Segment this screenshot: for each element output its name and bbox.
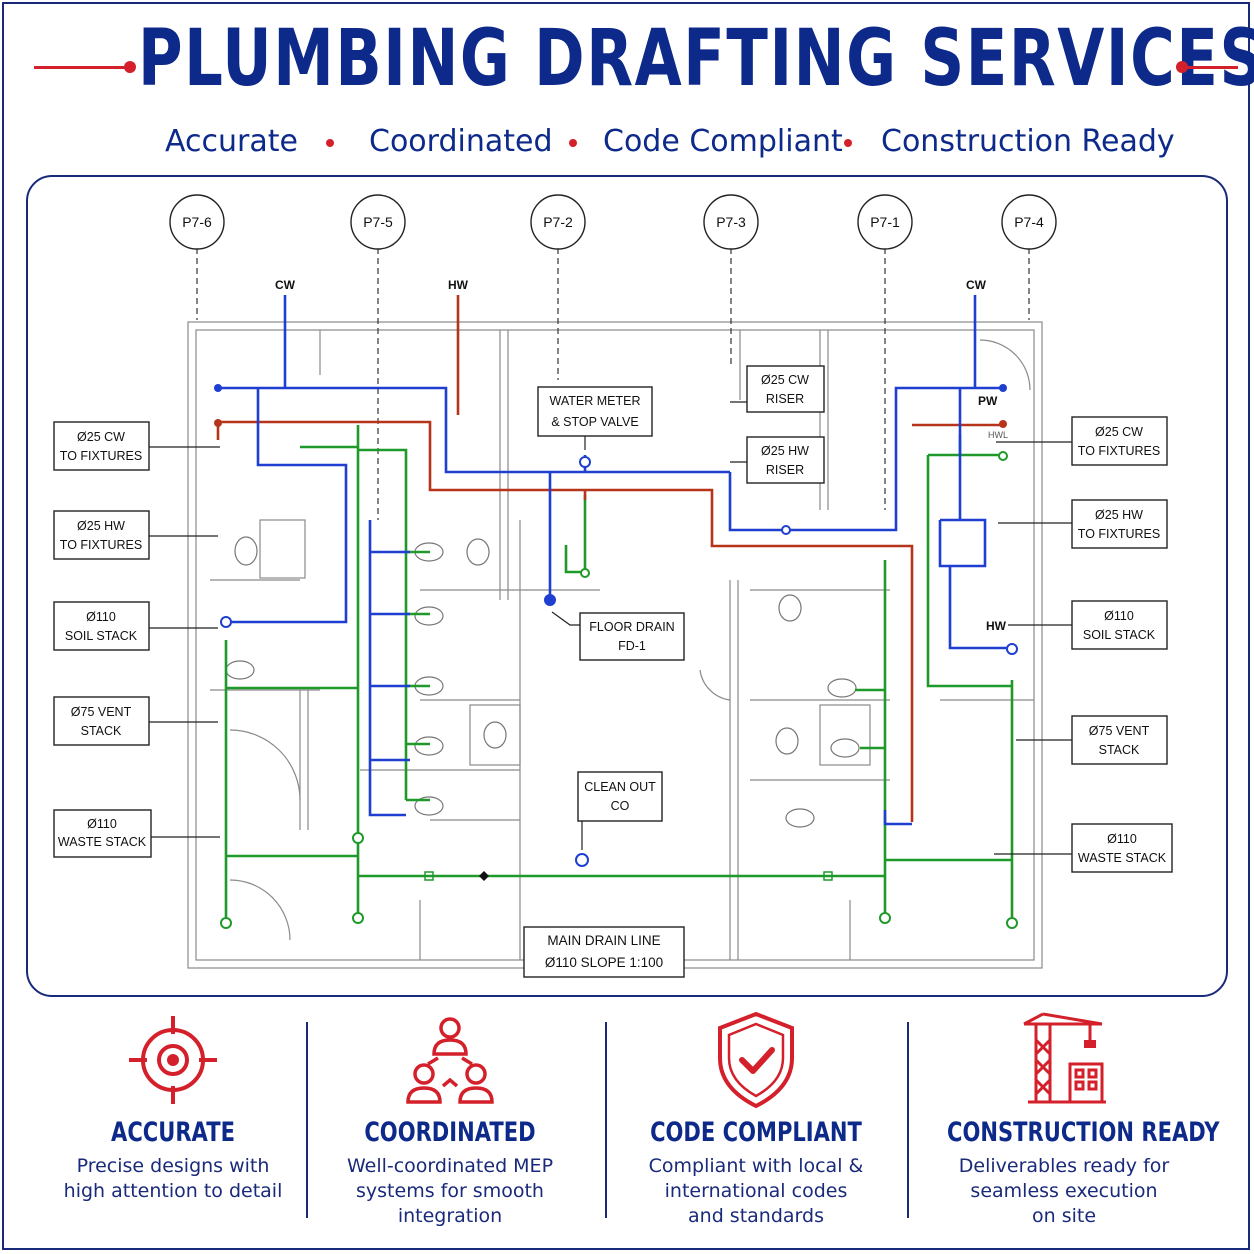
feature-accurate: ACCURATE Precise designs with high atten… [23, 1010, 323, 1204]
callout-right-soil-line1: Ø110 [1104, 609, 1134, 623]
callout-clean-out-line2: CO [611, 799, 630, 813]
callout-left-vent-line1: Ø75 VENT [71, 705, 132, 719]
page-title: PLUMBING DRAFTING SERVICES [137, 14, 1254, 104]
callout-leaders [149, 401, 1072, 855]
callout-hw-riser-line1: Ø25 HW [761, 444, 809, 458]
plumbing-plan-drawing: P7-6 P7-5 P7-2 P7-3 P7-1 P7-4 [53, 194, 1173, 978]
callout-right-cw-line1: Ø25 CW [1095, 425, 1143, 439]
callout-left-waste-line1: Ø110 [87, 817, 117, 831]
callout-cw-riser-line1: Ø25 CW [761, 373, 809, 387]
pw-label: PW [978, 394, 998, 408]
feature-description: Precise designs with high attention to d… [23, 1154, 323, 1204]
subtitle-coordinated: Coordinated [369, 124, 553, 159]
feature-divider [907, 1022, 909, 1218]
feature-line: Deliverables ready for [958, 1155, 1170, 1177]
callout-left-vent-line2: STACK [81, 724, 122, 738]
subtitle-separator [326, 139, 334, 147]
title-rule-right [1182, 66, 1238, 69]
hot-water-pipes [216, 295, 1003, 822]
callout-main-drain-line1: MAIN DRAIN LINE [547, 933, 660, 948]
callout-water-meter-line2: & STOP VALVE [551, 415, 638, 429]
subtitle-accurate: Accurate [165, 124, 298, 159]
subtitle-separator [569, 139, 577, 147]
feature-line: Precise designs with [76, 1155, 270, 1177]
callout-right-hw-line1: Ø25 HW [1095, 508, 1143, 522]
feature-divider [605, 1022, 607, 1218]
feature-description: Compliant with local & international cod… [606, 1154, 906, 1229]
feature-line: on site [1031, 1205, 1097, 1227]
callout-clean-out-line1: CLEAN OUT [584, 780, 656, 794]
feature-title: CONSTRUCTION READY [947, 1117, 1220, 1148]
plumbing-fixtures [225, 536, 860, 828]
feature-title: COORDINATED [364, 1117, 536, 1148]
callout-right-vent-line2: STACK [1099, 743, 1140, 757]
drain-pipes [224, 425, 1014, 920]
grid-label: P7-1 [870, 214, 900, 230]
title-rule-left-dot [124, 61, 136, 73]
feature-line: and standards [688, 1205, 824, 1227]
feature-line: integration [397, 1205, 503, 1227]
grid-label: P7-2 [543, 214, 573, 230]
grid-label: P7-4 [1014, 214, 1044, 230]
team-icon [406, 1017, 494, 1104]
feature-description: Deliverables ready for seamless executio… [914, 1154, 1214, 1229]
callout-left-soil-line1: Ø110 [86, 610, 116, 624]
hw-label: HW [448, 278, 469, 292]
shield-check-icon [718, 1011, 794, 1109]
callout-left-waste-line2: WASTE STACK [58, 835, 147, 849]
callout-water-meter-line1: WATER METER [550, 394, 641, 408]
grid-label: P7-3 [716, 214, 746, 230]
feature-line: Well-coordinated MEP [346, 1155, 554, 1177]
feature-line: systems for smooth [356, 1180, 544, 1202]
callout-floor-drain-line1: FLOOR DRAIN [589, 620, 674, 634]
callout-left-hw-line1: Ø25 HW [77, 519, 125, 533]
grid-label: P7-6 [182, 214, 212, 230]
title-rule-left [34, 66, 130, 69]
feature-line: international codes [664, 1180, 848, 1202]
callout-right-vent-line1: Ø75 VENT [1089, 724, 1150, 738]
feature-title: CODE COMPLIANT [650, 1117, 862, 1148]
feature-line: seamless execution [970, 1180, 1158, 1202]
callout-cw-riser-line2: RISER [766, 392, 804, 406]
subtitle-separator [844, 139, 852, 147]
grid-bubbles: P7-6 P7-5 P7-2 P7-3 P7-1 P7-4 [169, 194, 1057, 520]
feature-coordinated: COORDINATED Well-coordinated MEP systems… [300, 1010, 600, 1229]
crane-building-icon [1023, 1012, 1106, 1104]
cw-label: CW [966, 278, 987, 292]
callout-right-soil-line2: SOIL STACK [1083, 628, 1156, 642]
feature-divider [306, 1022, 308, 1218]
feature-construction-ready: CONSTRUCTION READY Deliverables ready fo… [914, 1010, 1220, 1229]
feature-line: Compliant with local & [648, 1155, 864, 1177]
callout-right-hw-line2: TO FIXTURES [1078, 527, 1160, 541]
callout-left-hw-line2: TO FIXTURES [60, 538, 142, 552]
feature-line: high attention to detail [63, 1180, 283, 1202]
grid-label: P7-5 [363, 214, 393, 230]
feature-title: ACCURATE [111, 1117, 235, 1148]
callout-left-cw-line1: Ø25 CW [77, 430, 125, 444]
feature-code-compliant: CODE COMPLIANT Compliant with local & in… [606, 1010, 906, 1229]
subtitle-construction-ready: Construction Ready [881, 124, 1175, 159]
callout-right-waste-line1: Ø110 [1107, 832, 1137, 846]
cold-water-pipes [218, 295, 1012, 826]
callout-right-waste-line2: WASTE STACK [1078, 851, 1167, 865]
target-icon [129, 1016, 217, 1104]
feature-description: Well-coordinated MEP systems for smooth … [300, 1154, 600, 1229]
subtitle-code-compliant: Code Compliant [603, 124, 843, 159]
hwl-label: HWL [988, 430, 1008, 440]
callout-floor-drain-line2: FD-1 [618, 639, 646, 653]
callout-hw-riser-line2: RISER [766, 463, 804, 477]
callout-left-soil-line2: SOIL STACK [65, 629, 138, 643]
drawing-panel [26, 175, 1228, 997]
callout-left-cw-line2: TO FIXTURES [60, 449, 142, 463]
building-walls [187, 321, 1043, 969]
callout-right-cw-line2: TO FIXTURES [1078, 444, 1160, 458]
callout-main-drain-line2: Ø110 SLOPE 1:100 [545, 955, 663, 970]
cw-label: CW [275, 278, 296, 292]
hw-label: HW [986, 619, 1007, 633]
